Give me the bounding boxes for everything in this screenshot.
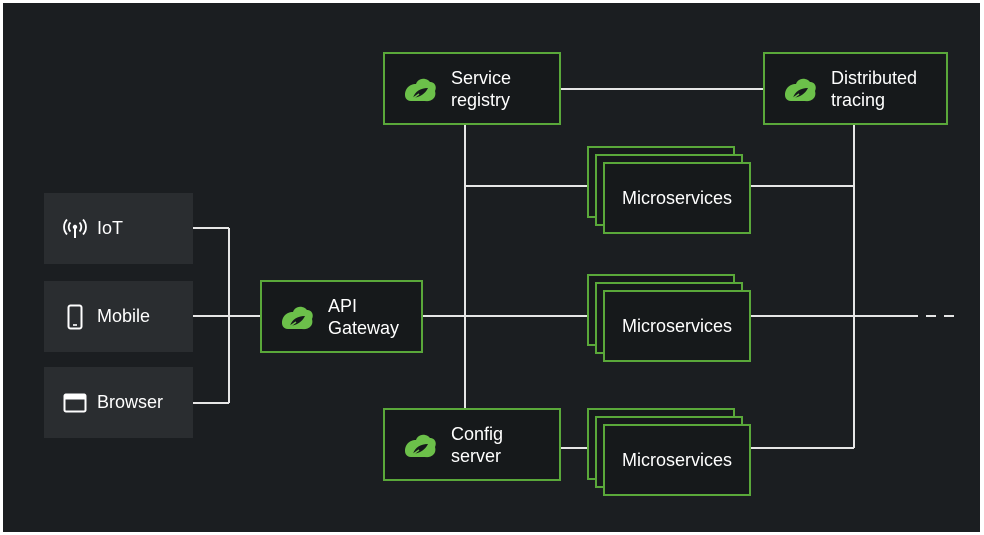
- microservices-stack-bottom: Microservices: [587, 408, 753, 496]
- spring-leaf-icon: [282, 306, 313, 329]
- service-registry-node: Service registry: [383, 52, 561, 125]
- distributed-tracing-label-line1: Distributed: [831, 67, 918, 88]
- microservices-label: Microservices: [621, 315, 732, 336]
- spring-leaf-icon: [405, 78, 436, 101]
- api-gateway-node: API Gateway: [260, 280, 423, 353]
- client-mobile-label: Mobile: [97, 306, 151, 326]
- config-server-label-line2: server: [451, 445, 502, 466]
- distributed-tracing-label-line2: tracing: [831, 89, 886, 110]
- microservices-label: Microservices: [621, 449, 732, 470]
- config-server-node: Config server: [383, 408, 561, 481]
- phone-icon: [62, 304, 88, 330]
- microservices-box: Microservices: [603, 290, 751, 362]
- service-registry-label-line1: Service: [451, 67, 512, 88]
- client-iot-label: IoT: [97, 218, 124, 238]
- microservices-box: Microservices: [603, 162, 751, 234]
- service-registry-label-line2: registry: [451, 89, 511, 110]
- microservices-stack-top: Microservices: [587, 146, 753, 234]
- microservices-label: Microservices: [621, 187, 732, 208]
- api-gateway-label-line1: API: [328, 295, 358, 316]
- api-gateway-label-line2: Gateway: [328, 317, 400, 338]
- client-browser: Browser: [44, 367, 193, 438]
- spring-leaf-icon: [785, 78, 816, 101]
- microservices-stack-middle: Microservices: [587, 274, 753, 362]
- antenna-icon: [62, 216, 88, 242]
- microservices-box: Microservices: [603, 424, 751, 496]
- config-server-label-line1: Config: [451, 423, 504, 444]
- spring-leaf-icon: [405, 434, 436, 457]
- browser-window-icon: [62, 390, 88, 416]
- client-browser-label: Browser: [97, 392, 164, 412]
- client-iot: IoT: [44, 193, 193, 264]
- distributed-tracing-node: Distributed tracing: [763, 52, 948, 125]
- client-mobile: Mobile: [44, 281, 193, 352]
